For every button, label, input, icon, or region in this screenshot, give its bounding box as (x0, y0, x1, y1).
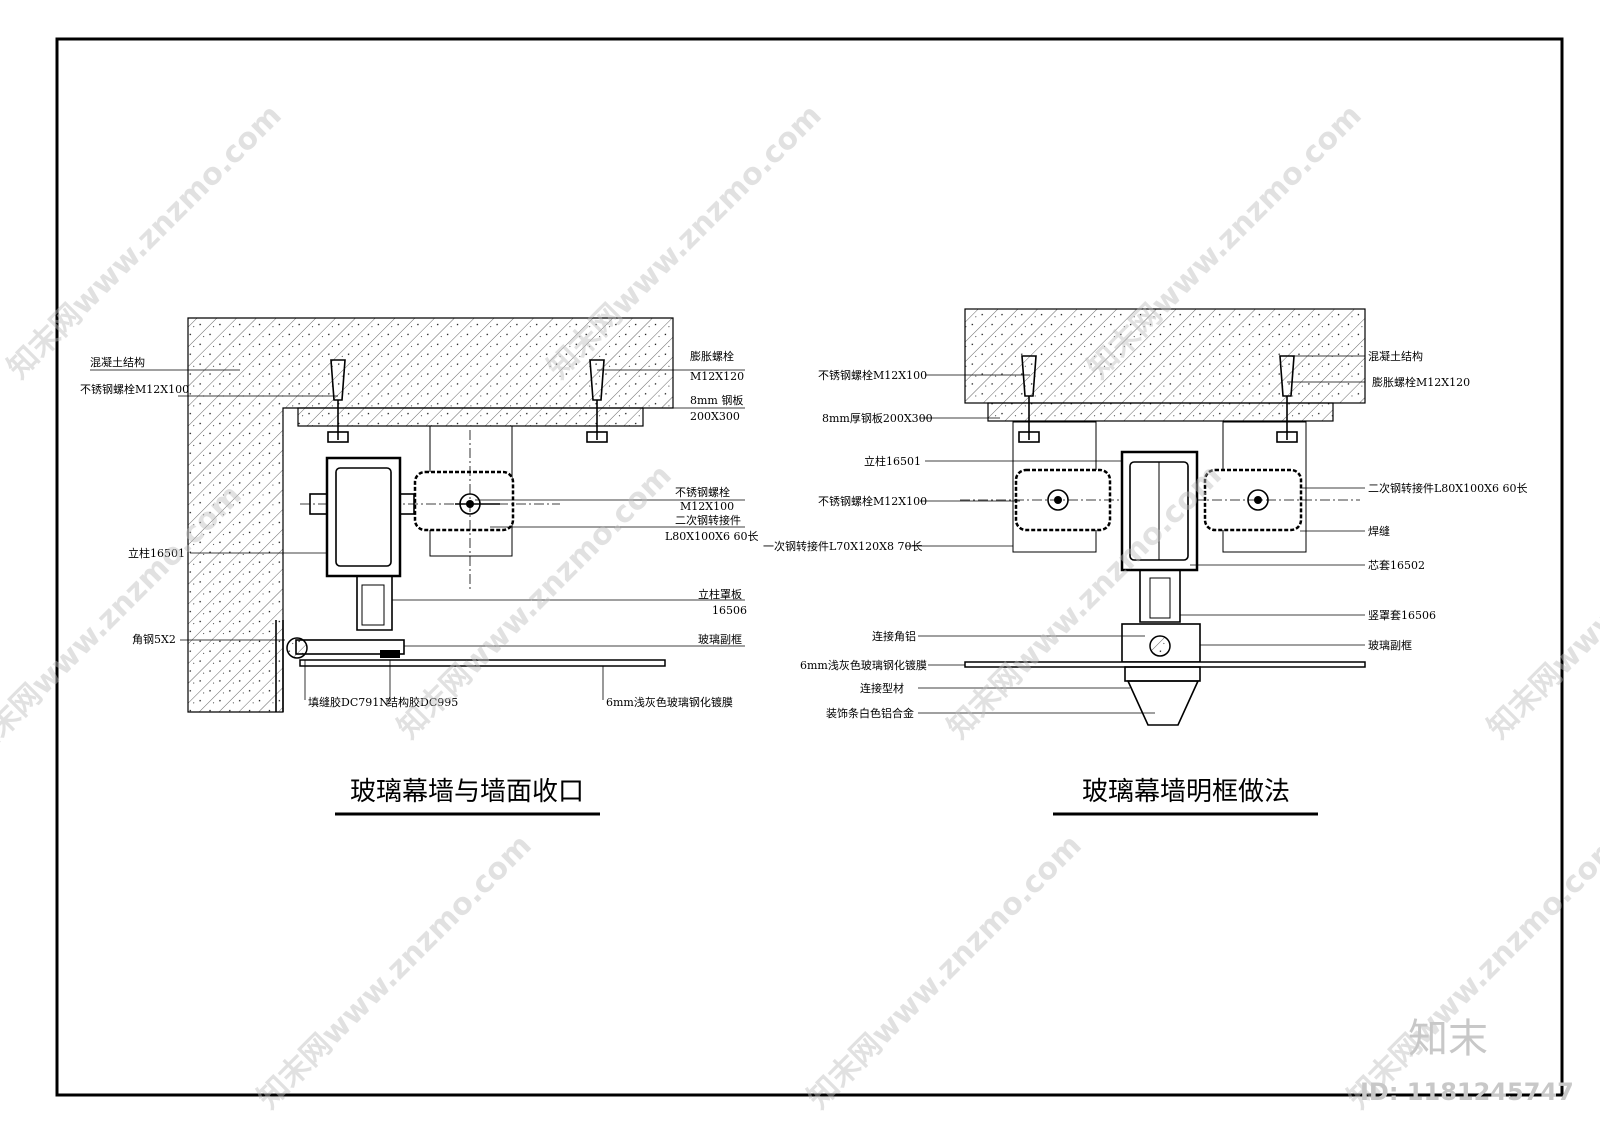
drawing-frame (55, 37, 1564, 1097)
left-label-connector-1: 二次钢转接件 (675, 513, 741, 527)
right-label-glass-frame: 玻璃副框 (1368, 638, 1412, 652)
left-detail-title: 玻璃幕墙与墙面收口 (350, 777, 584, 807)
right-detail: 混凝土结构 膨胀螺栓M12X120 不锈钢螺栓M12X100 8mm厚钢板200… (763, 308, 1527, 816)
left-steel-plate (297, 407, 644, 427)
right-decorative-trim (1126, 680, 1200, 726)
left-label-anchor-bolt-2: M12X120 (690, 370, 744, 383)
right-label-vertical-cover: 竖罩套16506 (1368, 609, 1436, 622)
right-label-ss-bolt-top: 不锈钢螺栓M12X100 (818, 368, 927, 382)
left-detail: 混凝土结构 不锈钢螺栓M12X100 膨胀螺栓 M12X120 8mm 钢板 2… (80, 317, 758, 816)
left-label-ss-bolt-r1: 不锈钢螺栓 (675, 485, 730, 499)
right-leaders (905, 355, 1365, 714)
right-label-connector2: 二次钢转接件L80X100X6 60长 (1368, 481, 1527, 495)
left-label-mullion: 立柱16501 (128, 546, 185, 560)
watermark-text-7: 知末网www.znzmo.com (251, 828, 539, 1116)
left-label-steel-plate-1: 8mm 钢板 (690, 393, 743, 407)
watermark-id: ID: 1181245747 (1360, 1078, 1574, 1106)
left-label-filler: 填缝胶DC791N (308, 695, 389, 709)
right-label-connector1: 一次钢转接件L70X120X8 70长 (763, 539, 922, 553)
left-mullion (325, 456, 402, 578)
right-vertical-cover (1139, 570, 1181, 623)
left-label-cover-1: 立柱罩板 (698, 587, 742, 601)
left-label-cover-2: 16506 (712, 604, 747, 617)
left-label-concrete: 混凝土结构 (90, 355, 145, 369)
left-concrete-structure (187, 317, 674, 713)
left-label-glass-frame: 玻璃副框 (698, 632, 742, 646)
left-anchor-bolt-2 (586, 359, 608, 443)
right-label-angle-al: 连接角铝 (872, 629, 916, 643)
left-filler (286, 637, 308, 659)
left-glass (299, 659, 666, 667)
left-label-glass: 6mm浅灰色玻璃钢化镀膜 (606, 695, 733, 709)
left-label-structural: 结构胶DC995 (387, 695, 458, 709)
right-connecting-profile (1124, 666, 1201, 682)
right-label-ss-bolt: 不锈钢螺栓M12X100 (818, 494, 927, 508)
right-label-mullion: 立柱16501 (864, 454, 921, 468)
left-label-anchor-bolt-1: 膨胀螺栓 (690, 349, 734, 363)
watermark-text-2: 知末网www.znzmo.com (541, 98, 829, 386)
right-label-profile: 连接型材 (860, 681, 904, 695)
right-anchor-bolt-1 (1018, 355, 1040, 443)
left-anchor-bolt-1 (327, 359, 349, 443)
watermark-text-8: 知末网www.znzmo.com (801, 828, 1089, 1116)
right-label-glass: 6mm浅灰色玻璃钢化镀膜 (800, 658, 927, 672)
right-label-steel-plate: 8mm厚钢板200X300 (822, 411, 933, 425)
left-label-steel-plate-2: 200X300 (690, 410, 740, 423)
watermark-logo: 知末 (1408, 1016, 1488, 1062)
right-label-core: 芯套16502 (1368, 558, 1425, 572)
right-detail-title: 玻璃幕墙明框做法 (1082, 777, 1290, 807)
left-label-ss-bolt-top: 不锈钢螺栓M12X100 (80, 382, 189, 396)
right-steel-plate (987, 402, 1334, 422)
right-label-weld: 焊缝 (1368, 524, 1390, 538)
left-label-connector-2: L80X100X6 60长 (665, 530, 758, 543)
watermark-text-10: 知末网www.znzmo.com (1481, 458, 1600, 746)
left-label-ss-bolt-r2: M12X100 (680, 500, 734, 513)
right-label-anchor-bolt: 膨胀螺栓M12X120 (1372, 375, 1470, 389)
left-label-angle-steel: 角钢5X2 (132, 633, 176, 646)
left-leaders (90, 369, 745, 700)
right-label-trim: 装饰条白色铝合金 (826, 706, 914, 720)
right-label-concrete: 混凝土结构 (1368, 349, 1423, 363)
left-mullion-cover (356, 576, 393, 631)
